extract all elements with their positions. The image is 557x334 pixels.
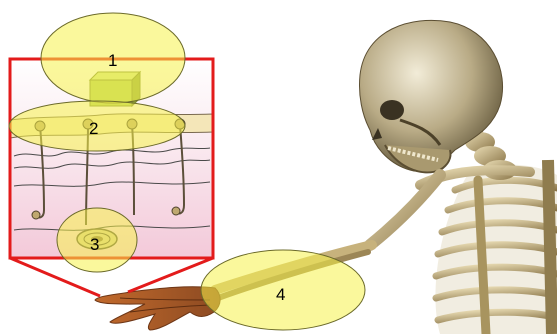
rib-cage <box>435 160 557 334</box>
humerus <box>370 175 440 245</box>
callout-1-label: 1 <box>108 51 117 70</box>
callout-1: 1 <box>41 13 185 103</box>
callout-2: 2 <box>9 101 185 151</box>
callout-4: 4 <box>201 250 365 330</box>
callout-3-label: 3 <box>90 235 99 254</box>
callout-4-label: 4 <box>276 285 285 304</box>
callout-2-label: 2 <box>89 119 98 138</box>
callout-3: 3 <box>57 208 137 272</box>
